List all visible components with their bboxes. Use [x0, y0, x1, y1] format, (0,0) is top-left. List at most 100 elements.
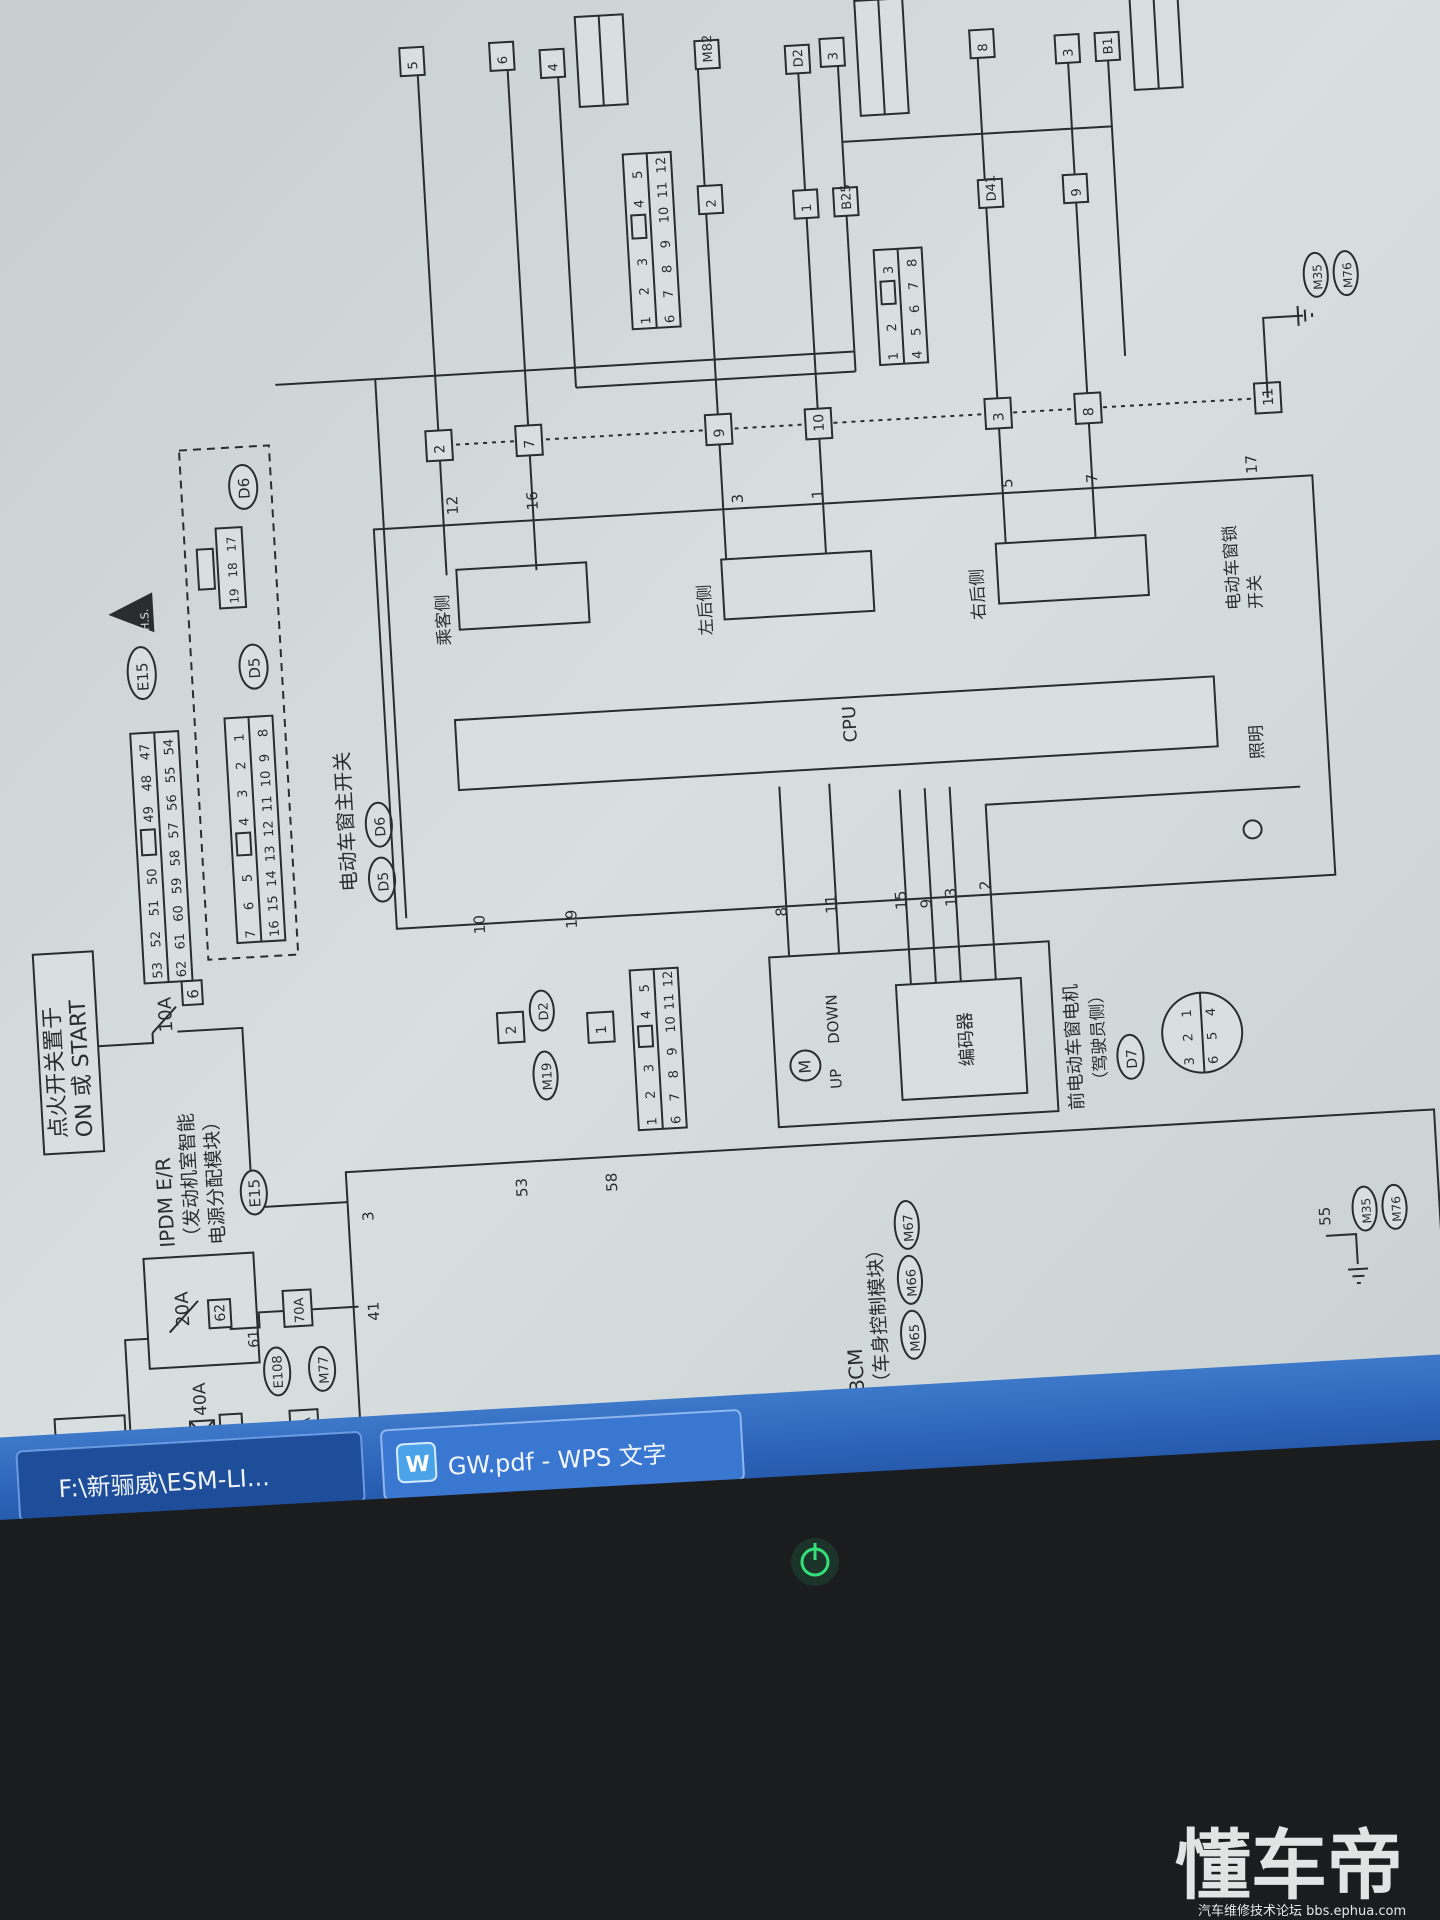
pin-number: 6	[663, 314, 678, 323]
pin-number: 13	[263, 845, 279, 862]
d6-pin-17: 17	[224, 536, 239, 552]
pin-number: 1	[639, 316, 654, 325]
front-motor-connector: D7	[1124, 1049, 1141, 1070]
pin-number: 57	[166, 822, 182, 839]
top-joint-box	[831, 186, 860, 218]
switch-pin: 9	[917, 898, 936, 909]
screen: 点火开关置于 ON 或 START 10A 6 IPDM E/R （发动机室智能…	[0, 0, 1440, 1559]
pin-number: 14	[264, 870, 280, 887]
top-joint-box	[1093, 30, 1122, 63]
pin-number: 3	[642, 1063, 657, 1072]
power-icon[interactable]	[791, 1538, 839, 1586]
top-joint-box	[1053, 33, 1082, 65]
m19-joint-6: 2	[504, 1025, 520, 1035]
pin-61: 61	[246, 1329, 263, 1348]
pin-number: 12	[661, 970, 677, 987]
top-joint-box	[791, 188, 820, 220]
joint-box	[803, 406, 834, 441]
bcm-pin-41: 41	[364, 1301, 383, 1321]
top-joint-box	[693, 38, 721, 71]
pin-number: 3	[636, 257, 651, 266]
wiring-diagram: 点火开关置于 ON 或 START 10A 6 IPDM E/R （发动机室智能…	[31, 0, 1440, 1503]
pin-blank	[235, 831, 253, 857]
motor-up: UP	[827, 1068, 846, 1089]
fuse-10a: 10A 6	[151, 979, 204, 1034]
ipdm-box	[142, 1251, 261, 1370]
fuse-20a-rating: 20A	[171, 1290, 194, 1327]
hs-text: H.S.	[138, 608, 152, 631]
pin-number: 5	[637, 984, 652, 993]
svg-text:W: W	[405, 1452, 431, 1478]
top-joint-box	[487, 40, 516, 73]
pin-number: 2	[885, 323, 900, 332]
taskbar-button-explorer[interactable]: F:\新骊威\ESM-LI...	[15, 1431, 366, 1523]
lock-switch-label-1: 电动车窗锁	[1220, 525, 1245, 611]
motor-down: DOWN	[822, 994, 843, 1044]
pin-number: 9	[665, 1047, 680, 1056]
top-joint-pin: 8	[976, 43, 991, 52]
pin-blank	[139, 828, 158, 857]
passenger-label: 乘客侧	[433, 594, 456, 646]
pin-number: 47	[138, 743, 154, 760]
top-joint-box	[1061, 172, 1090, 205]
rear-left-switch-box	[720, 549, 876, 621]
hs-badge: H.S.	[108, 592, 155, 633]
switch-pin: 17	[1242, 454, 1261, 474]
pin-number: 7	[906, 281, 921, 290]
pin-number: 49	[141, 806, 157, 823]
d6-pin-block: 19 18 17	[214, 526, 248, 610]
top-joint-pin: 3	[1061, 48, 1076, 57]
watermark-forum: 汽车维修技术论坛 bbs.ephua.com	[1198, 1903, 1406, 1919]
pin-number: 51	[147, 899, 163, 916]
top-joint-box	[398, 45, 426, 78]
pin-number: 1	[887, 352, 902, 361]
switch-pin: 7	[1083, 473, 1102, 484]
pin-number: 5	[631, 170, 646, 179]
top-joint-box	[968, 27, 996, 60]
pin-blank	[630, 213, 648, 240]
lamp-label: 照明	[1247, 724, 1269, 759]
pin-number: 53	[150, 962, 166, 979]
top-joint-box	[783, 43, 812, 76]
pin-number: 59	[170, 877, 186, 894]
d7-pin: 3	[1183, 1057, 1198, 1066]
top-joint-pin: D41	[983, 174, 1000, 201]
pin-number: 2	[234, 761, 249, 770]
fuse-20a-slot: 62	[212, 1303, 229, 1322]
top-joint-box	[818, 36, 846, 69]
lock-switch-label-2: 开关	[1245, 574, 1267, 609]
switch-pin: 8	[772, 907, 791, 918]
bcm-conn-m66: M66	[904, 1269, 921, 1298]
pin-number: 9	[258, 753, 273, 762]
pin-number: 8	[905, 258, 920, 267]
rear-left-label: 左后侧	[695, 584, 718, 636]
joint-pin: 10	[811, 413, 828, 432]
pin-number: 10	[259, 770, 275, 787]
rear-right-switch-box	[994, 534, 1150, 605]
pin-number: 10	[657, 206, 673, 223]
d6-pin-19: 19	[227, 588, 242, 604]
pin-number: 52	[149, 930, 165, 947]
small-pin-block-1	[853, 0, 910, 117]
ignition-box: 点火开关置于 ON 或 START	[31, 950, 106, 1156]
connector-e108: E108	[270, 1355, 287, 1389]
pin-number: 6	[908, 304, 923, 313]
pin-number: 16	[267, 920, 283, 937]
ground-m76-right: M76	[1340, 262, 1355, 288]
fuse-40a-rating: 40A	[190, 1382, 212, 1417]
pin-number: 5	[240, 873, 255, 882]
top-joint-pin: 3	[826, 52, 841, 61]
pin-number: 12	[261, 820, 277, 837]
d7-pin: 1	[1180, 1009, 1195, 1018]
pin-number: 8	[666, 1070, 681, 1079]
pin-number: 9	[659, 239, 674, 248]
bcm-pin-53: 53	[512, 1177, 531, 1197]
joint-box	[514, 423, 544, 458]
d7-pin: 6	[1207, 1055, 1222, 1064]
pin-number: 15	[266, 895, 282, 912]
top-joint-pin: D2	[791, 49, 807, 68]
